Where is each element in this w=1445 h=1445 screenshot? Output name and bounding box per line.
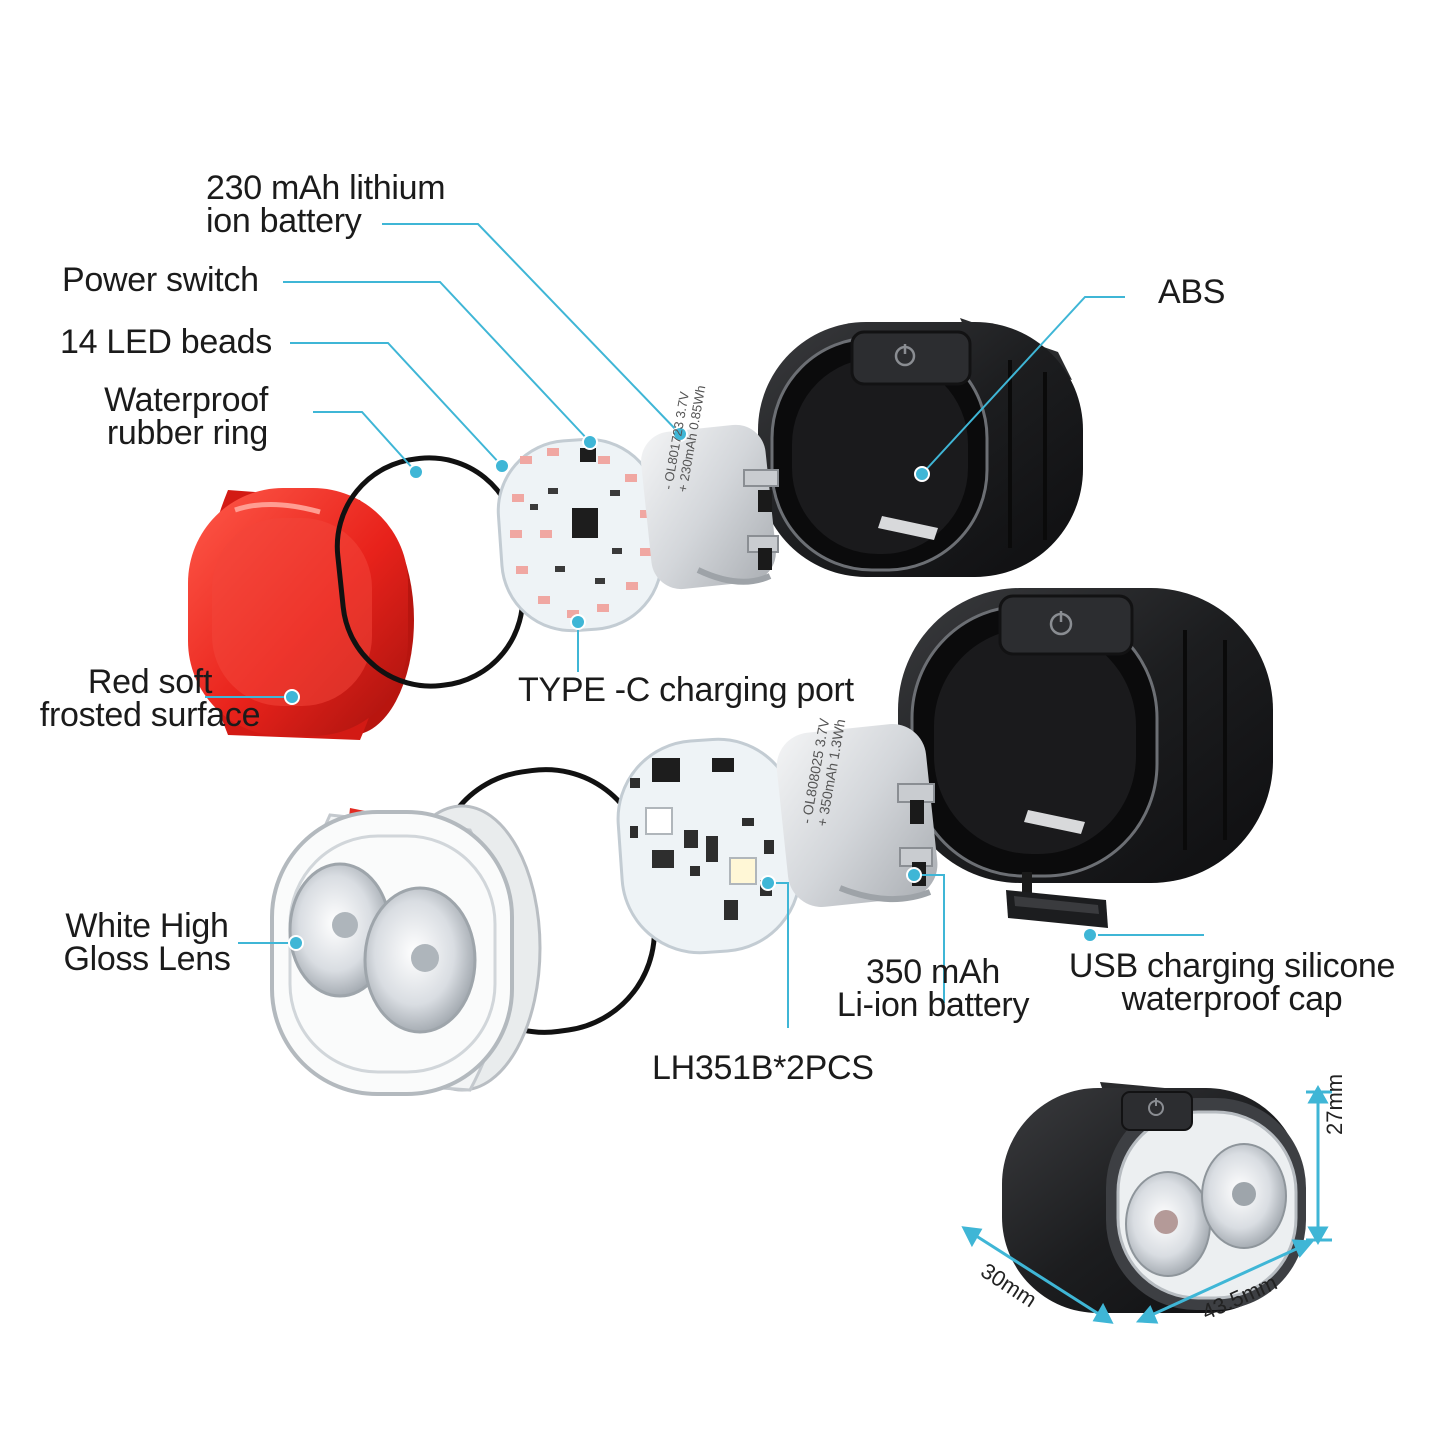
label-led-chip: LH351B*2PCS bbox=[652, 1049, 874, 1087]
battery-350 bbox=[776, 724, 938, 907]
label-red-surface: Red soft frosted surface bbox=[39, 663, 261, 734]
battery-230 bbox=[641, 424, 779, 590]
dimension-lines bbox=[961, 1084, 1332, 1324]
label-rubber-ring: Waterproof rubber ring bbox=[104, 381, 268, 452]
power-icon bbox=[1148, 1098, 1164, 1116]
abs-housing-bottom bbox=[898, 588, 1273, 928]
label-power-switch: Power switch bbox=[62, 261, 259, 299]
usb-silicone-cap bbox=[1006, 872, 1108, 928]
label-type-c: TYPE -C charging port bbox=[518, 671, 854, 709]
label-battery-350: 350 mAh Li-ion battery bbox=[836, 953, 1030, 1024]
assembled-light bbox=[1002, 1082, 1306, 1313]
dimension-height: 27mm bbox=[1322, 1073, 1347, 1135]
label-abs: ABS bbox=[1158, 273, 1226, 311]
label-led-beads: 14 LED beads bbox=[60, 323, 272, 361]
label-battery-230: 230 mAh lithium ion battery bbox=[206, 169, 446, 240]
label-usb-cap: USB charging silicone waterproof cap bbox=[1068, 947, 1396, 1018]
abs-housing-top bbox=[758, 318, 1083, 577]
led-pcb-top bbox=[496, 437, 664, 633]
led-pcb-bottom bbox=[616, 737, 802, 955]
power-icon bbox=[894, 344, 916, 367]
red-frosted-lens bbox=[188, 488, 414, 740]
white-gloss-lens bbox=[270, 804, 542, 1096]
leader-dots bbox=[284, 426, 1098, 951]
label-lens: White High Gloss Lens bbox=[63, 907, 231, 978]
power-icon bbox=[1049, 611, 1073, 636]
leader-lines bbox=[205, 223, 1204, 1028]
